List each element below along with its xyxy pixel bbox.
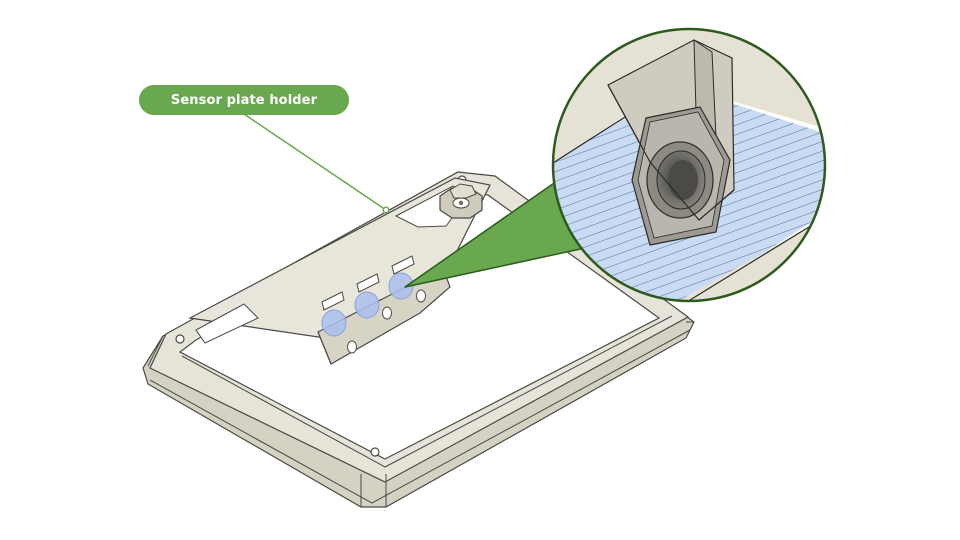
callout-label: Sensor plate holder [139,85,349,115]
holder-cutout-left [195,303,259,344]
holder-slot-2 [356,273,380,293]
mount-hole-left [175,334,185,344]
highlight-nut-1 [321,309,347,337]
frame-outer-edge-line [149,329,691,504]
threaded-hole-icon [646,141,714,219]
frame-inner-lip [181,315,673,468]
holder-slot-3 [391,255,415,275]
detail-view [551,27,827,303]
highlight-nut-2 [354,291,380,319]
mount-hole-front [370,447,380,457]
callout-anchor [382,206,390,214]
nut-icon [439,183,483,219]
detail-border [551,27,827,303]
flange-hole-2 [382,306,392,320]
flange-hole-3 [416,289,426,303]
holder-slot-1 [321,291,345,311]
callout-leader [243,113,387,211]
flange-hole-1 [347,340,357,354]
